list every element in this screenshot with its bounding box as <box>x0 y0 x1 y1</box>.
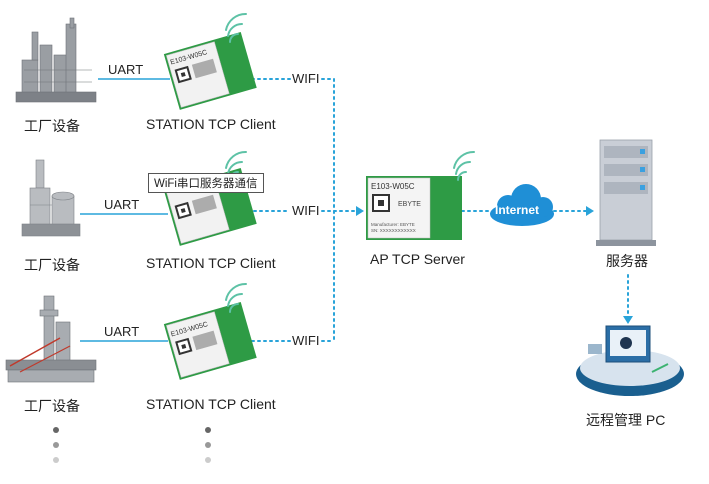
ap-chip-brand: EBYTE <box>398 201 421 208</box>
arrow-to-server <box>586 206 594 216</box>
device-label-3: 工厂设备 <box>24 398 80 414</box>
more-dot-right-2 <box>205 442 211 448</box>
ap-chip-text: E103-W05C <box>371 182 415 191</box>
module-label-1: STATION TCP Client <box>146 116 276 132</box>
wifi-label-1: WIFI <box>292 71 320 86</box>
more-dot-left-3 <box>53 457 59 463</box>
more-dot-left-1 <box>53 427 59 433</box>
more-dot-right-3 <box>205 457 211 463</box>
more-dot-left-2 <box>53 442 59 448</box>
ap-manufacturer: Manufacturer: EBYTE <box>371 222 415 227</box>
serial-server-tooltip: WiFi串口服务器通信 <box>148 173 264 193</box>
device-label-1: 工厂设备 <box>24 118 80 134</box>
arrow-to-ap <box>356 206 364 216</box>
module-label-2: STATION TCP Client <box>146 255 276 271</box>
wifi-label-2: WIFI <box>292 203 320 218</box>
pc-label: 远程管理 PC <box>586 412 666 428</box>
uart-label-1: UART <box>108 62 144 77</box>
ap-label: AP TCP Server <box>370 251 465 267</box>
module-label-3: STATION TCP Client <box>146 396 276 412</box>
server-label: 服务器 <box>606 253 648 269</box>
uart-label-2: UART <box>104 197 140 212</box>
device-label-2: 工厂设备 <box>24 257 80 273</box>
more-dot-right-1 <box>205 427 211 433</box>
internet-label: Internet <box>495 203 540 217</box>
ap-sn: SN: XXXXXXXXXXXX <box>371 228 416 233</box>
uart-label-3: UART <box>104 324 140 339</box>
arrow-to-pc <box>623 316 633 324</box>
wifi-label-3: WIFI <box>292 333 320 348</box>
